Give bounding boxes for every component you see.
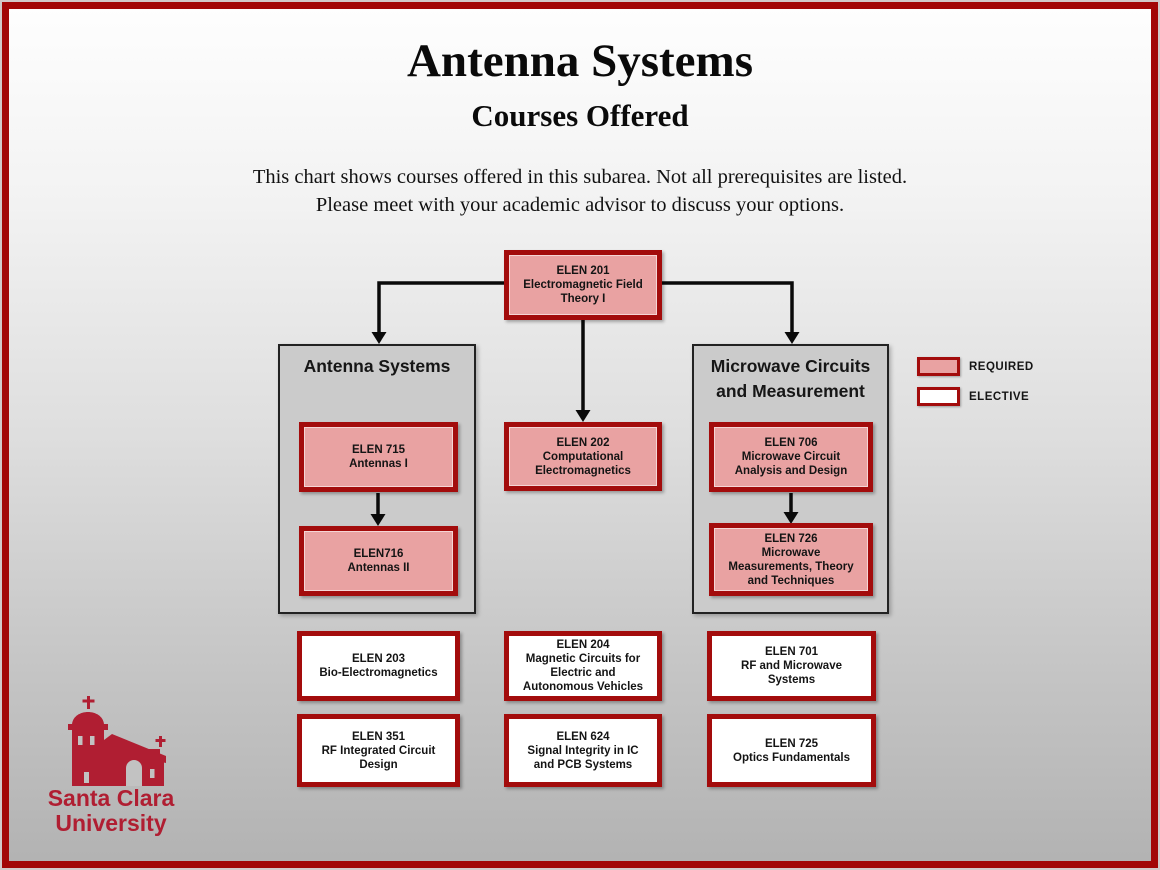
group-antenna-systems-title: Antenna Systems bbox=[303, 356, 451, 376]
scu-logo-line-1: Santa Clara bbox=[47, 785, 175, 811]
connector-elen201-to-antenna-group bbox=[377, 281, 504, 334]
page-title: Antenna Systems bbox=[406, 35, 753, 87]
scu-mission-church-icon bbox=[68, 696, 166, 786]
arrowhead-elen716 bbox=[370, 514, 386, 526]
legend-label-elective: ELECTIVE bbox=[969, 390, 1030, 403]
connector-elen201-to-microwave-group bbox=[662, 281, 794, 334]
arrowhead-elen202 bbox=[575, 410, 591, 422]
arrowhead-microwave-group bbox=[784, 332, 800, 344]
legend-label-required: REQUIRED bbox=[969, 360, 1034, 373]
arrowhead-antenna-group bbox=[371, 332, 387, 344]
description: This chart shows courses offered in this… bbox=[2, 163, 1158, 219]
page-subtitle: Courses Offered bbox=[471, 98, 689, 133]
description-line-2: Please meet with your academic advisor t… bbox=[315, 194, 845, 216]
legend-swatch-elective bbox=[917, 387, 960, 406]
legend-row-required: REQUIRED bbox=[917, 357, 1034, 376]
description-line-1: This chart shows courses offered in this… bbox=[252, 166, 908, 188]
scu-logo-line-2: University bbox=[55, 810, 167, 836]
legend-swatch-required bbox=[917, 357, 960, 376]
legend-row-elective: ELECTIVE bbox=[917, 387, 1029, 406]
arrowhead-elen726 bbox=[783, 512, 799, 524]
